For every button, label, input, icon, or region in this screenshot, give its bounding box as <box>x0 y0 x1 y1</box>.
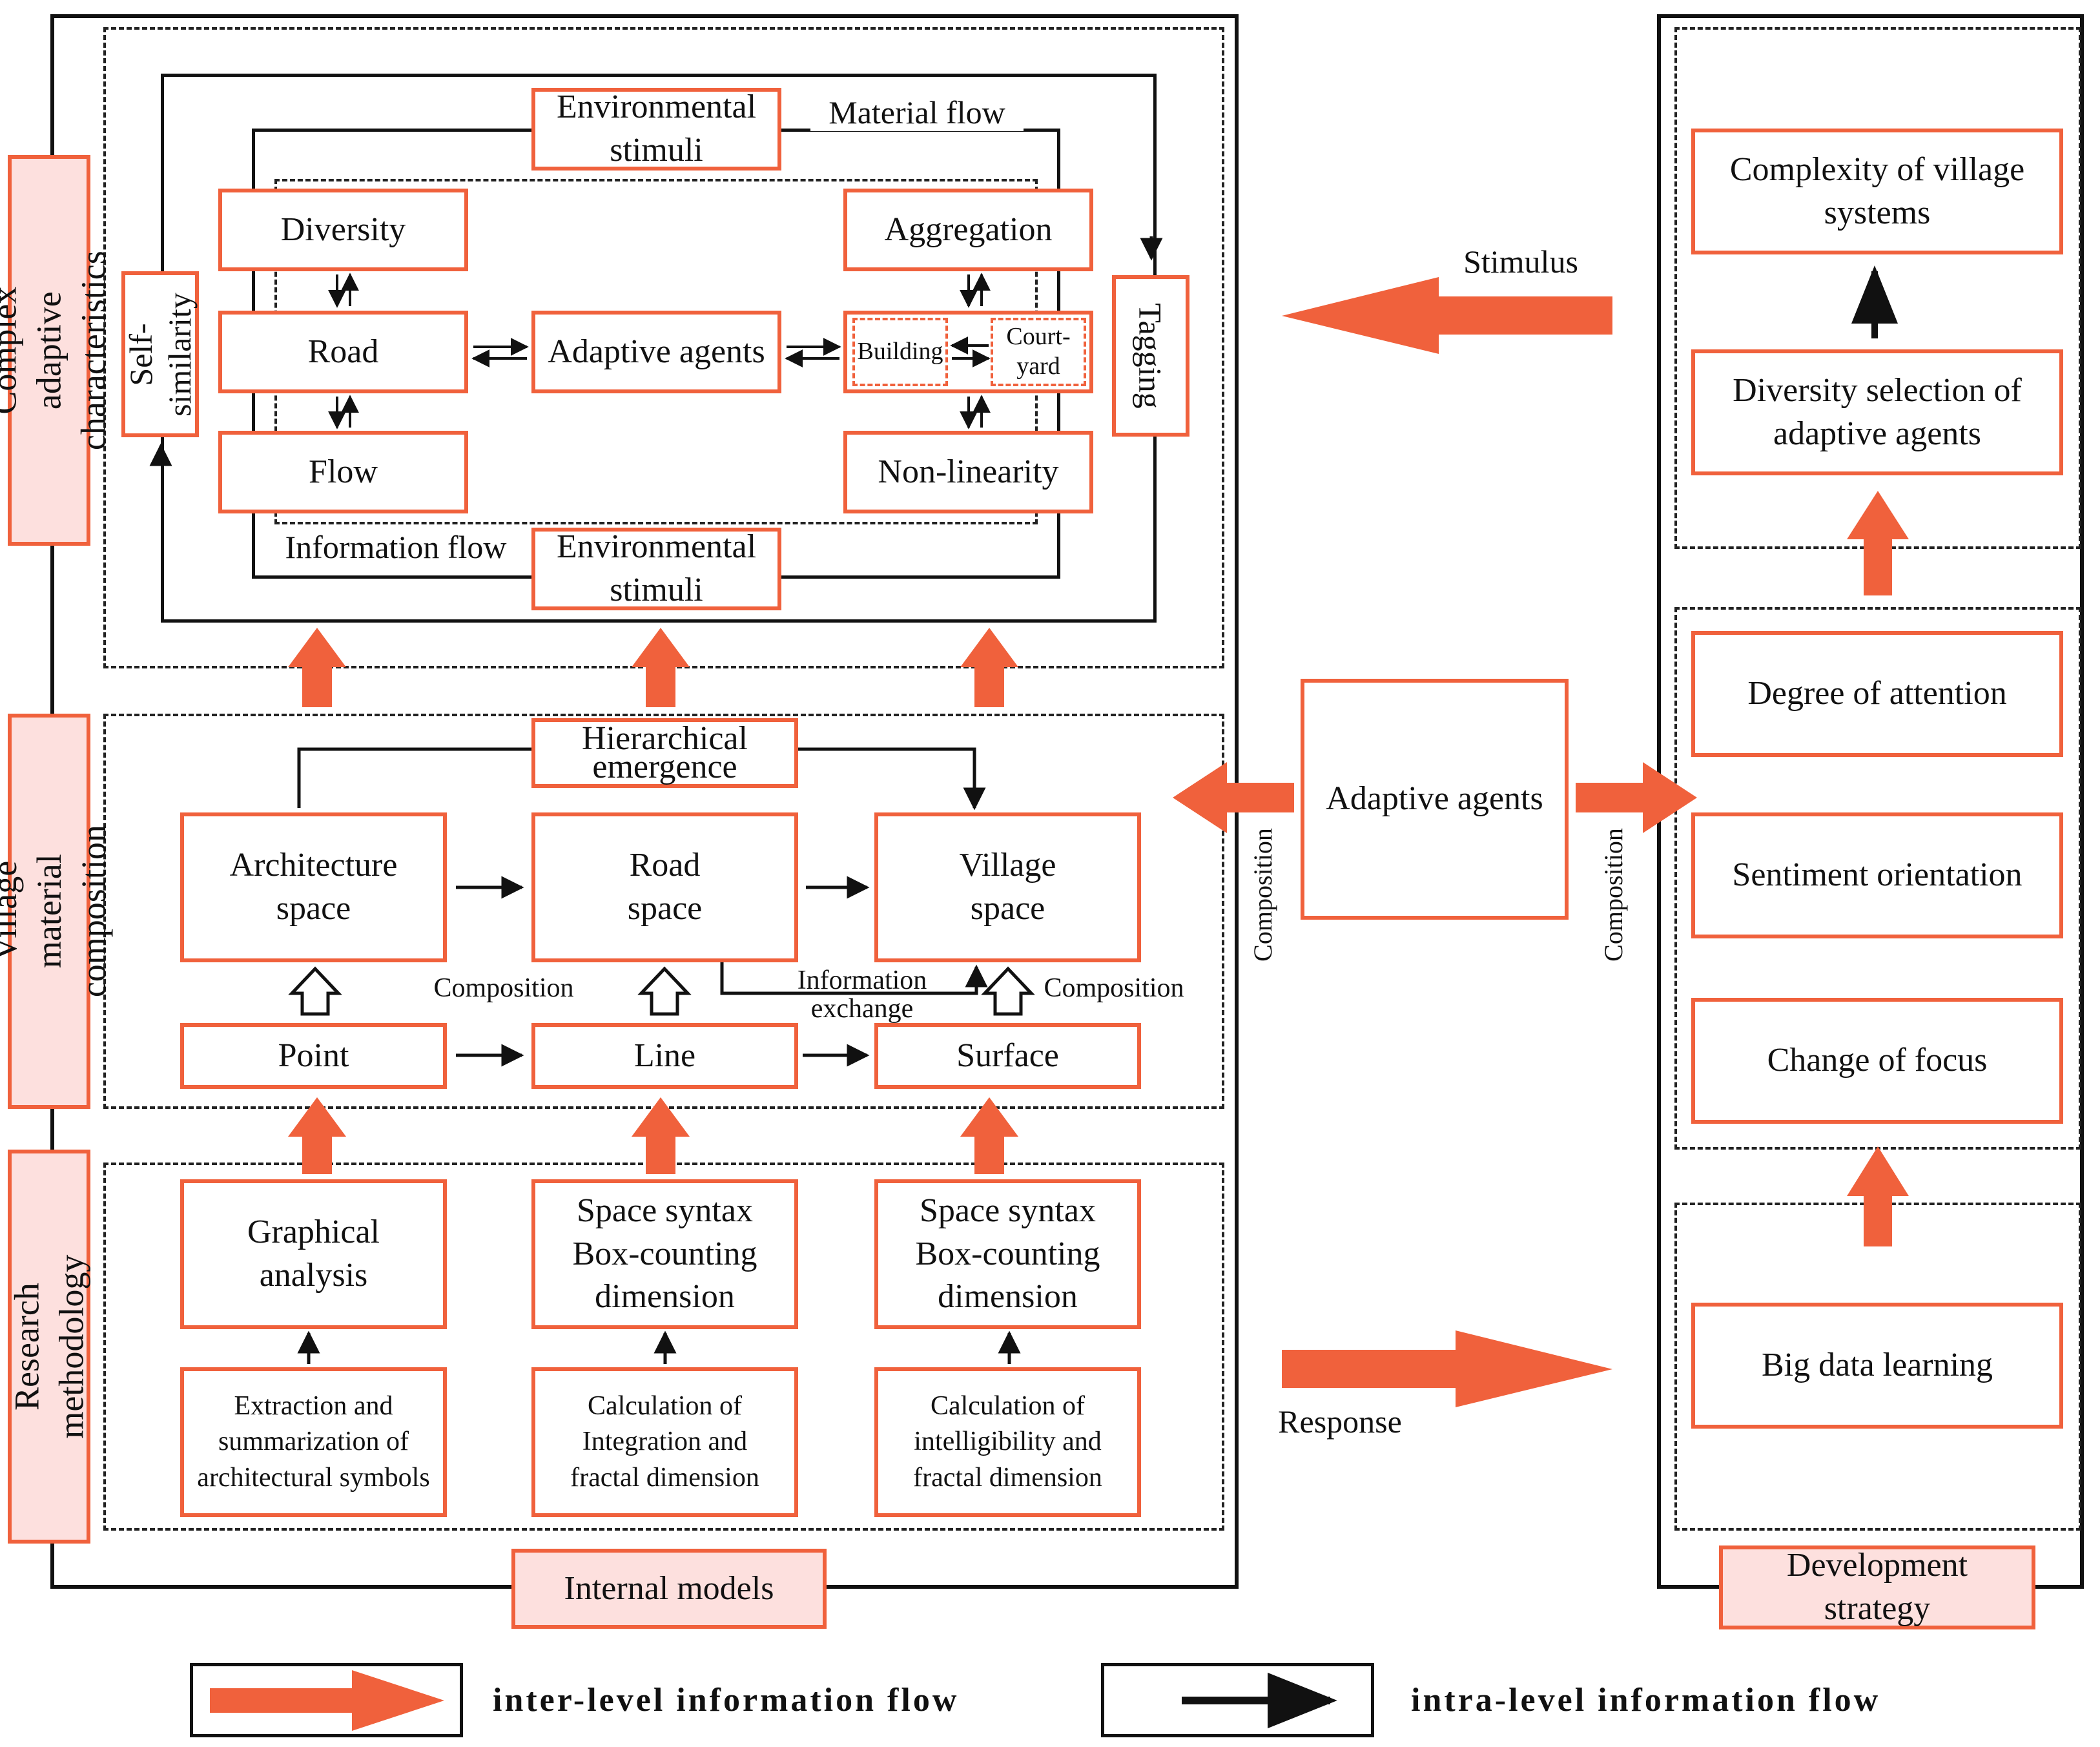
label-complex-adaptive: Complex adaptive characteristics <box>0 155 113 546</box>
big-data-box: Big data learning <box>1691 1303 2063 1429</box>
label-research-methodology: Research methodology <box>7 1150 90 1544</box>
graphical-analysis-box: Graphical analysis <box>180 1179 447 1329</box>
point-box: Point <box>180 1023 447 1089</box>
road-space-box: Road space <box>531 812 798 962</box>
aggregation-box: Aggregation <box>843 189 1093 271</box>
composition-label-2: Composition <box>1044 973 1184 1003</box>
village-space-box: Village space <box>874 812 1141 962</box>
legend-inter-label: inter-level information flow <box>493 1682 960 1719</box>
calc-intelligibility-box: Calculation of intelligibility and fract… <box>874 1367 1141 1517</box>
env-stimuli-bottom: Environmental stimuli <box>531 528 781 610</box>
internal-models-label: Internal models <box>511 1549 827 1629</box>
architecture-space-box: Architecture space <box>180 812 447 962</box>
development-strategy-label: Development strategy <box>1719 1545 2035 1629</box>
legend-intra-label: intra-level information flow <box>1411 1682 1881 1719</box>
label-village-material: Village material composition <box>0 714 113 1109</box>
tagging-box: Tagging <box>1112 275 1189 437</box>
composition-label-1: Composition <box>433 973 574 1003</box>
material-flow-label: Material flow <box>810 94 1024 131</box>
degree-attention-box: Degree of attention <box>1691 631 2063 757</box>
self-similarity-box: Self- similarity <box>121 271 199 437</box>
orange-stimulus-arrow <box>1282 277 1612 354</box>
building-box: Building <box>852 318 948 386</box>
response-label: Response <box>1278 1403 1402 1440</box>
extraction-box: Extraction and summarization of architec… <box>180 1367 447 1517</box>
composition-label-left: Composition <box>1248 827 1277 962</box>
hierarchical-emergence-box: Hierarchical emergence <box>531 718 798 788</box>
calc-integration-box: Calculation of Integration and fractal d… <box>531 1367 798 1517</box>
legend-inter-frame <box>190 1663 463 1737</box>
non-linearity-box: Non-linearity <box>843 431 1093 513</box>
flow-box: Flow <box>218 431 468 513</box>
adaptive-agents-box: Adaptive agents <box>1301 679 1569 920</box>
sentiment-box: Sentiment orientation <box>1691 812 2063 938</box>
diversity-box: Diversity <box>218 189 468 271</box>
change-focus-box: Change of focus <box>1691 998 2063 1124</box>
diversity-selection-box: Diversity selection of adaptive agents <box>1691 349 2063 475</box>
information-exchange-label: Information exchange <box>797 966 927 1024</box>
stimulus-label: Stimulus <box>1463 243 1578 280</box>
information-flow-label: Information flow <box>270 528 522 566</box>
surface-box: Surface <box>874 1023 1141 1089</box>
env-stimuli-top: Environmental stimuli <box>531 88 781 171</box>
road-box: Road <box>218 311 468 393</box>
adaptive-agents-inner-box: Adaptive agents <box>531 311 781 393</box>
orange-response-arrow <box>1282 1330 1612 1407</box>
space-syntax-box-1: Space syntax Box-counting dimension <box>531 1179 798 1329</box>
composition-label-right: Composition <box>1598 827 1628 962</box>
courtyard-box: Court- yard <box>991 318 1086 386</box>
complexity-box: Complexity of village systems <box>1691 129 2063 254</box>
legend-intra-frame <box>1101 1663 1374 1737</box>
line-box: Line <box>531 1023 798 1089</box>
space-syntax-box-2: Space syntax Box-counting dimension <box>874 1179 1141 1329</box>
